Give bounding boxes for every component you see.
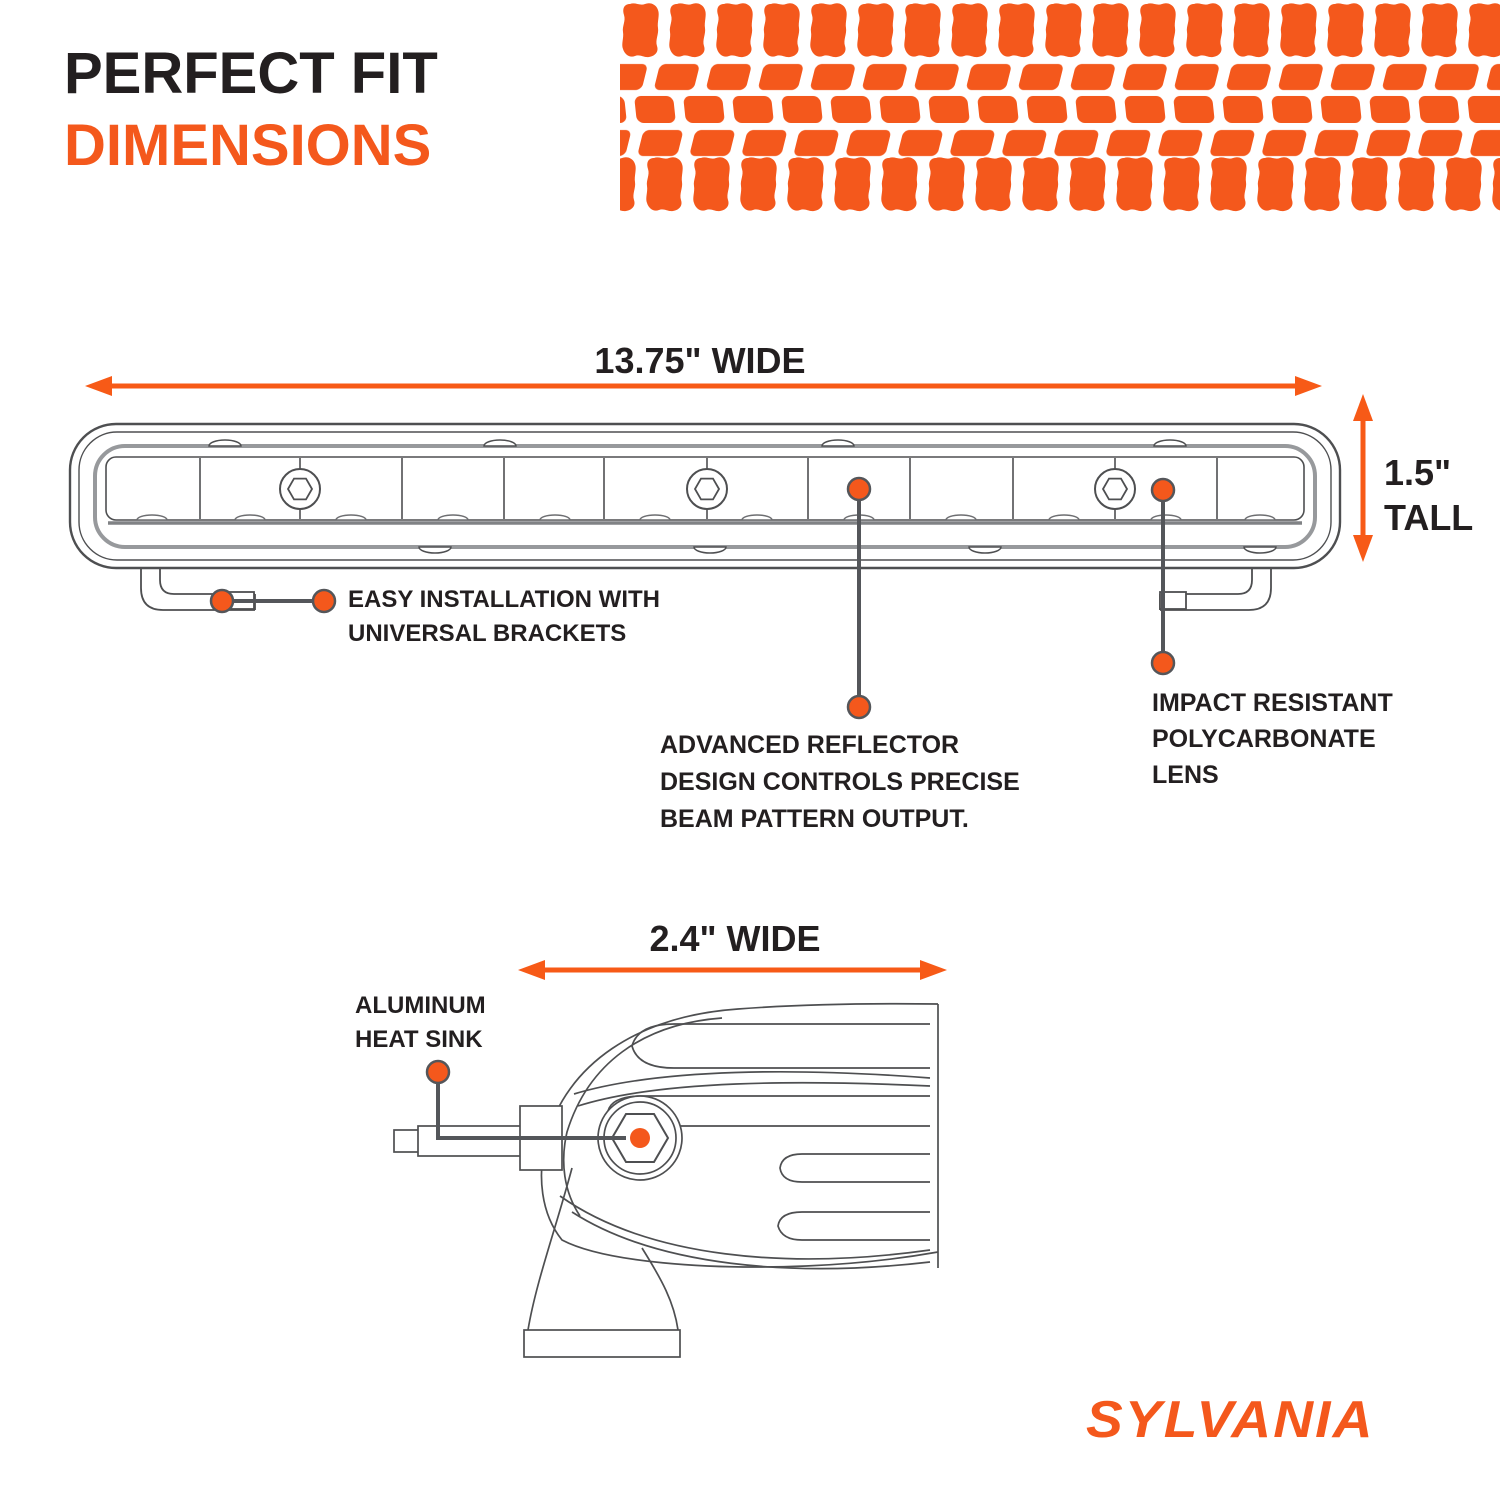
callout-brackets-line1: EASY INSTALLATION WITH — [348, 586, 660, 613]
side-width-arrow — [518, 960, 947, 980]
callout-dot — [209, 476, 1176, 720]
callout-leaders-front — [209, 476, 1176, 720]
front-width-arrow — [85, 376, 1322, 396]
page-subtitle: DIMENSIONS — [64, 113, 432, 178]
callout-reflector-line1: ADVANCED REFLECTOR — [660, 731, 960, 759]
cell-bumps — [136, 514, 1276, 521]
light-bar-side-view — [393, 1002, 939, 1358]
front-width-label: 13.75" WIDE — [594, 340, 806, 381]
callout-lens: IMPACT RESISTANT POLYCARBONATE LENS — [1152, 685, 1393, 793]
tire-tread-pattern — [620, 2, 1500, 212]
front-height-arrow — [1353, 394, 1373, 562]
callout-heatsink: ALUMINUM HEAT SINK — [355, 989, 486, 1057]
callout-reflector-line3: BEAM PATTERN OUTPUT. — [660, 805, 969, 833]
callout-reflector-line2: DESIGN CONTROLS PRECISE — [660, 768, 1020, 796]
sylvania-logo: SYLVANIA — [1086, 1391, 1375, 1449]
callout-lens-line1: IMPACT RESISTANT — [1152, 689, 1393, 717]
mounting-bracket-right — [1159, 568, 1272, 611]
front-height-value: 1.5" — [1384, 452, 1452, 493]
front-height-unit: TALL — [1384, 497, 1474, 538]
page-title: PERFECT FIT — [64, 41, 438, 106]
callout-leader-heatsink — [425, 1059, 650, 1148]
front-height-label: 1.5" TALL — [1384, 450, 1473, 540]
callout-lens-line3: LENS — [1152, 761, 1219, 789]
mounting-bracket-left — [140, 568, 256, 611]
side-width-label: 2.4" WIDE — [649, 918, 821, 959]
callout-reflector: ADVANCED REFLECTOR DESIGN CONTROLS PRECI… — [660, 727, 1020, 838]
hex-bolt — [279, 468, 1136, 510]
callout-lens-line2: POLYCARBONATE — [1152, 725, 1376, 753]
callout-heatsink-line1: ALUMINUM — [355, 992, 486, 1019]
bezel-top-tabs — [208, 439, 1187, 447]
callout-brackets-line2: UNIVERSAL BRACKETS — [348, 620, 627, 647]
callout-heatsink-line2: HEAT SINK — [355, 1026, 483, 1053]
light-bar-front-view — [68, 422, 1342, 611]
bezel-bottom-tabs — [418, 546, 1277, 554]
pedestal-mount — [523, 1167, 681, 1358]
callout-brackets: EASY INSTALLATION WITH UNIVERSAL BRACKET… — [348, 583, 660, 651]
